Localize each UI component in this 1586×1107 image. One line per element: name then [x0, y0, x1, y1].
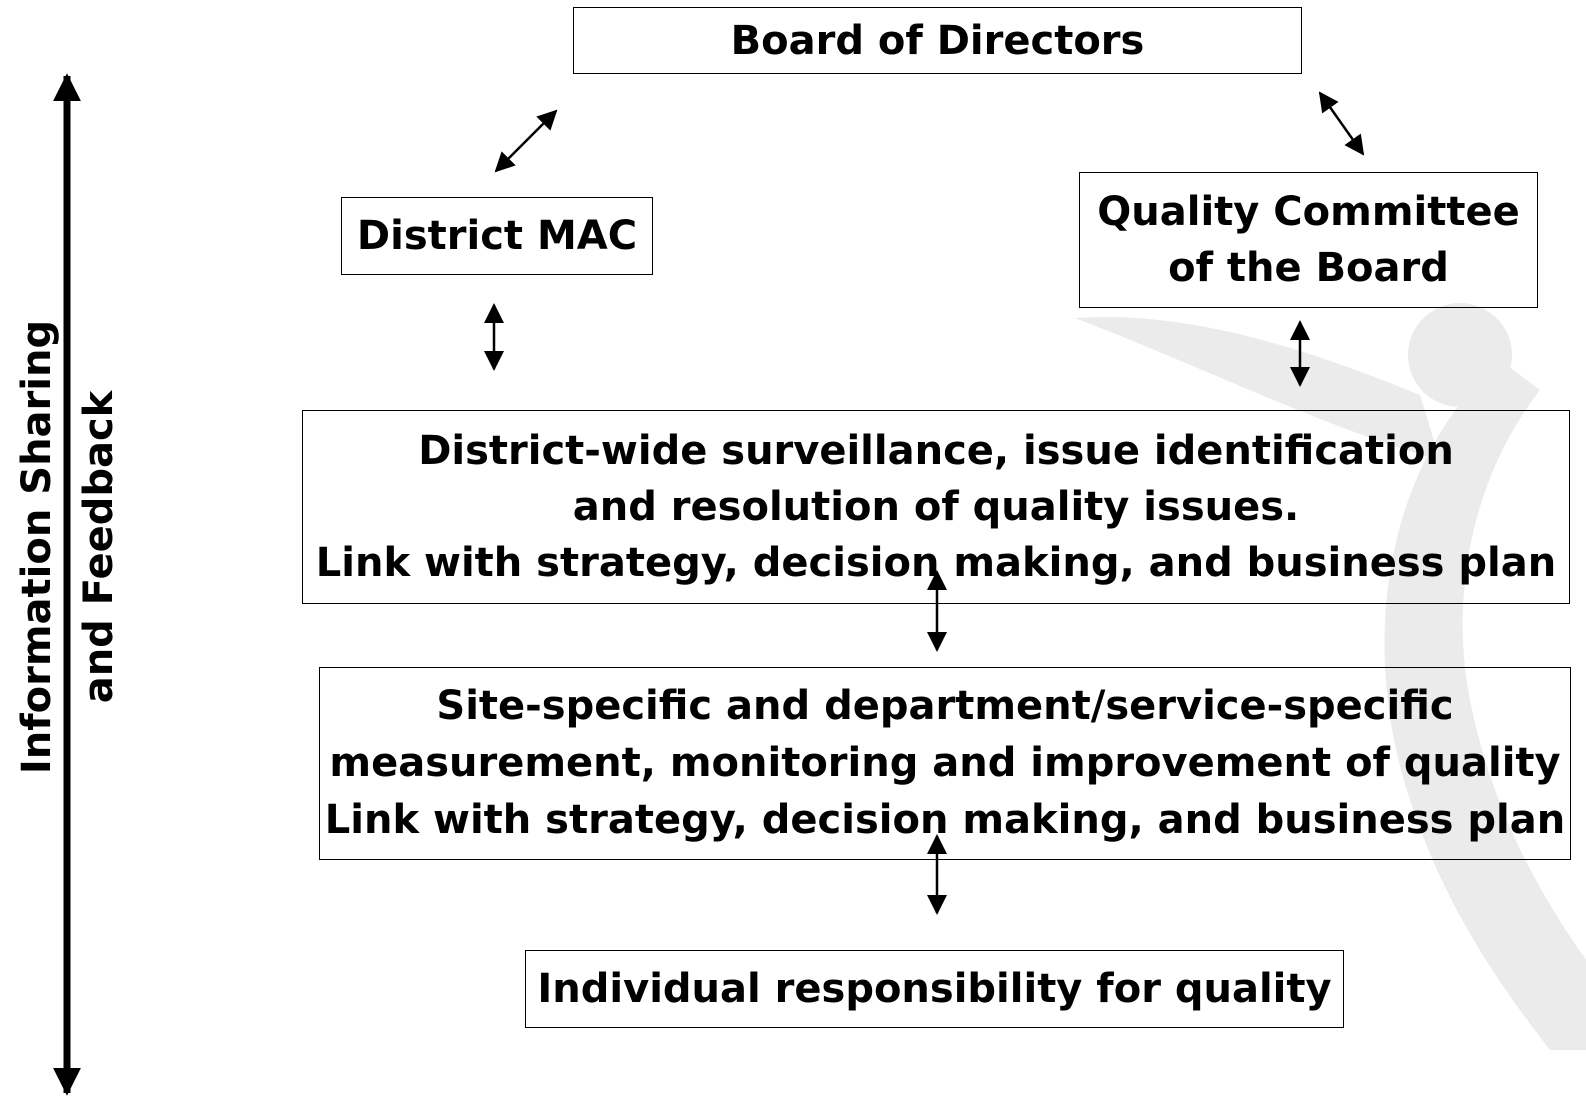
district-mac-box: District MAC: [341, 197, 653, 275]
individual-responsibility-box: Individual responsibility for quality: [525, 950, 1344, 1028]
site-specific-line-1: Site-specific and department/service-spe…: [436, 683, 1454, 729]
site-specific-box: Site-specific and department/service-spe…: [319, 667, 1571, 860]
individual-responsibility-label: Individual responsibility for quality: [537, 966, 1332, 1012]
site-specific-line-2: measurement, monitoring and improvement …: [329, 740, 1561, 786]
quality-committee-line-2: of the Board: [1168, 245, 1449, 291]
district-wide-line-1: District-wide surveillance, issue identi…: [418, 428, 1454, 474]
side-label-line-2: and Feedback: [76, 390, 122, 704]
district-wide-line-2: and resolution of quality issues.: [572, 484, 1300, 530]
side-label: Information Sharing and Feedback: [6, 320, 130, 774]
quality-committee-line-1: Quality Committee: [1097, 189, 1520, 235]
board-of-directors-label: Board of Directors: [730, 17, 1145, 64]
quality-committee-box: Quality Committee of the Board: [1079, 172, 1538, 308]
board-of-directors-box: Board of Directors: [573, 7, 1302, 74]
district-wide-box: District-wide surveillance, issue identi…: [302, 410, 1570, 604]
site-specific-line-3: Link with strategy, decision making, and…: [324, 797, 1566, 843]
district-wide-line-3: Link with strategy, decision making, and…: [315, 540, 1557, 586]
side-label-line-1: Information Sharing: [14, 319, 60, 775]
district-mac-label: District MAC: [356, 213, 638, 259]
